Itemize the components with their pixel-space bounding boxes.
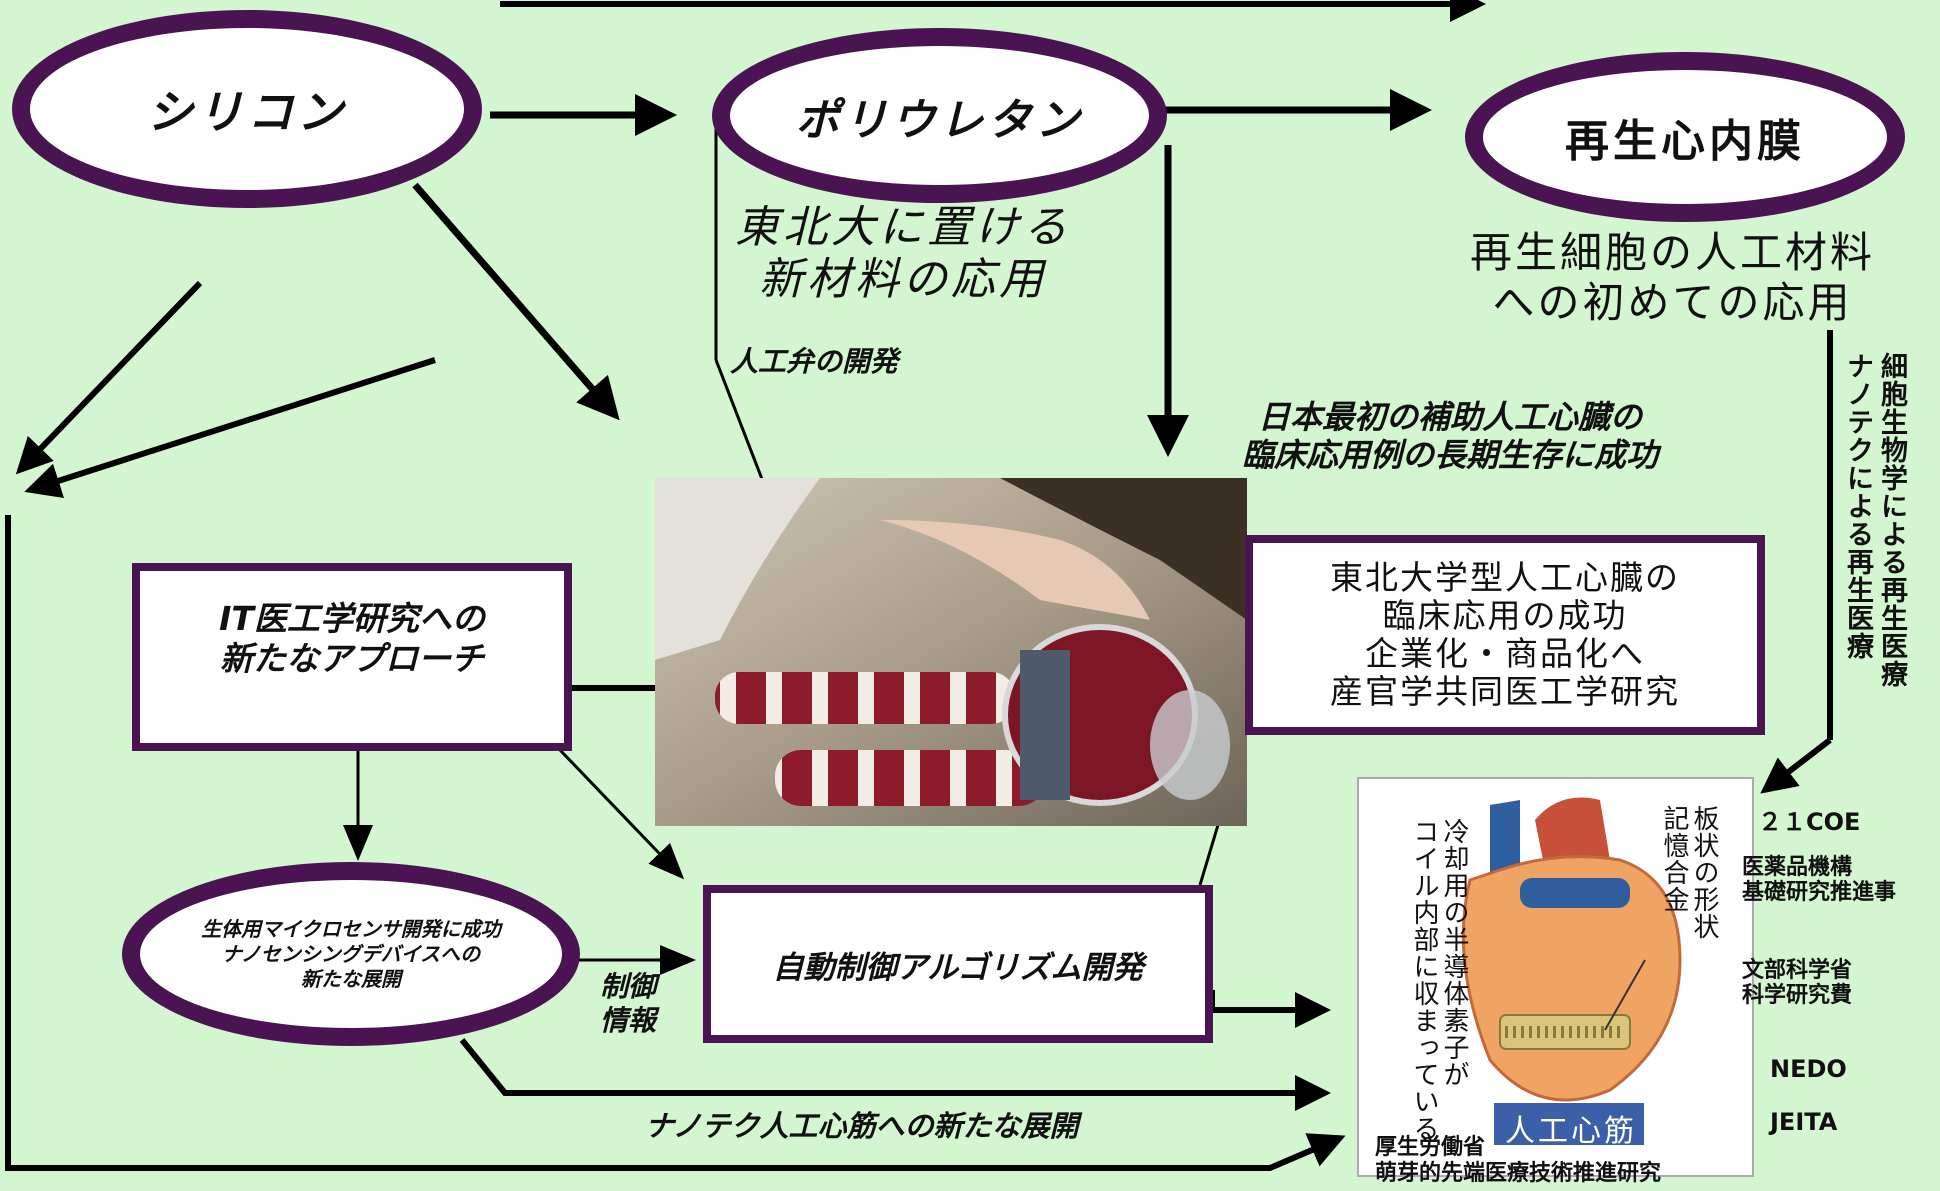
regen-cells-line2: への初めての応用	[1492, 278, 1853, 327]
label-new-material: 東北大に置ける 新材料の応用	[735, 202, 1071, 306]
node-polyurethane: ポリウレタン	[712, 28, 1167, 203]
funding-pmda-line1: 医薬品機構	[1742, 855, 1853, 880]
node-silicone-label: シリコン	[147, 85, 347, 139]
illustration-callout-coil-line2: コイル内部に収まっている	[1409, 818, 1439, 1142]
arrow-left-diag1	[15, 280, 203, 475]
arrow-left-loop	[5, 515, 1346, 1171]
arrow-regen-diag	[1760, 737, 1832, 794]
funding-21coe: ２１COE	[1758, 808, 1861, 836]
arrow-auto-illustration	[1209, 990, 1331, 1028]
arrow-sensor-illustration	[459, 1038, 1331, 1111]
label-nanotech-muscle: ナノテク人工心筋への新たな展開	[645, 1109, 1079, 1143]
funding-mhlw-line1: 厚生労働省	[1375, 1135, 1486, 1160]
funding-pmda-line2: 基礎研究推進事	[1742, 880, 1897, 905]
artificial-muscle-illustration	[1357, 777, 1754, 1177]
funding-mext: 文部科学省 科学研究費	[1742, 958, 1852, 1008]
node-regenerated-endocardium-label: 再生心内膜	[1565, 116, 1805, 167]
control-info-line1: 制御	[600, 970, 657, 1003]
microsensor-line2: ナノセンシングデバイスへの	[221, 941, 481, 966]
funding-mext-line1: 文部科学省	[1742, 958, 1853, 983]
microsensor-line1: 生体用マイクロセンサ開発に成功	[201, 916, 501, 941]
label-regen-cells: 再生細胞の人工材料 への初めての応用	[1470, 228, 1875, 328]
funding-pmda: 医薬品機構 基礎研究推進事	[1742, 855, 1896, 905]
node-microsensor: 生体用マイクロセンサ開発に成功 ナノセンシングデバイスへの 新たな展開	[122, 862, 580, 1046]
funding-mext-line2: 科学研究費	[1742, 983, 1853, 1008]
funding-mhlw-line2: 萌芽的先端医療技術推進研究	[1375, 1161, 1662, 1186]
first-vad-line1: 日本最初の補助人工心臓の	[1258, 398, 1643, 436]
node-auto-control: 自動制御アルゴリズム開発	[703, 885, 1213, 1043]
control-info-line2: 情報	[600, 1004, 657, 1037]
tohoku-heart-line1: 東北大学型人工心臓の	[1330, 558, 1680, 597]
illustration-callout-memory-line2: 記憶合金	[1659, 805, 1689, 913]
node-tohoku-heart: 東北大学型人工心臓の 臨床応用の成功 企業化・商品化へ 産官学共同医工学研究	[1245, 535, 1765, 735]
label-control-info: 制御 情報	[600, 970, 656, 1038]
tohoku-heart-line2: 臨床応用の成功	[1382, 596, 1628, 635]
new-material-line2: 新材料の応用	[759, 254, 1047, 305]
node-polyurethane-label: ポリウレタン	[795, 94, 1084, 146]
auto-control-label: 自動制御アルゴリズム開発	[772, 949, 1144, 986]
artificial-heart-photo	[655, 478, 1247, 826]
funding-jeita: JEITA	[1770, 1108, 1838, 1136]
label-vertical-nanotech: ナノテクによる再生医療	[1842, 352, 1873, 660]
node-silicone: シリコン	[12, 10, 482, 208]
first-vad-line2: 臨床応用例の長期生存に成功	[1242, 436, 1659, 474]
arrow-silicone-photo	[412, 182, 620, 421]
arrow-left-diag2	[24, 357, 436, 498]
label-vertical-cell-bio: 細胞生物学による再生医療	[1876, 352, 1907, 688]
label-first-vad: 日本最初の補助人工心臓の 臨床応用例の長期生存に成功	[1242, 398, 1658, 474]
illustration-callout-memory-line1: 板状の形状	[1689, 805, 1719, 940]
funding-nedo: NEDO	[1770, 1055, 1847, 1083]
it-approach-line2: 新たなアプローチ	[219, 639, 484, 678]
new-material-line1: 東北大に置ける	[735, 202, 1071, 253]
node-it-approach: IT医工学研究への 新たなアプローチ	[132, 563, 572, 751]
regen-cells-line1: 再生細胞の人工材料	[1470, 228, 1876, 277]
funding-mhlw: 厚生労働省 萌芽的先端医療技術推進研究	[1375, 1135, 1661, 1187]
arrow-it-auto	[558, 748, 685, 880]
node-regenerated-endocardium: 再生心内膜	[1465, 52, 1905, 222]
it-approach-line1: IT医工学研究への	[219, 599, 485, 638]
illustration-muscle-label: 人工心筋	[1505, 1114, 1637, 1149]
microsensor-line3: 新たな展開	[300, 966, 401, 991]
illustration-callout-coil-line1: 冷却用の半導体素子が	[1439, 818, 1469, 1088]
tohoku-heart-line3: 企業化・商品化へ	[1365, 634, 1645, 673]
label-artificial-valve: 人工弁の開発	[730, 345, 899, 378]
tohoku-heart-line4: 産官学共同医工学研究	[1330, 672, 1680, 711]
